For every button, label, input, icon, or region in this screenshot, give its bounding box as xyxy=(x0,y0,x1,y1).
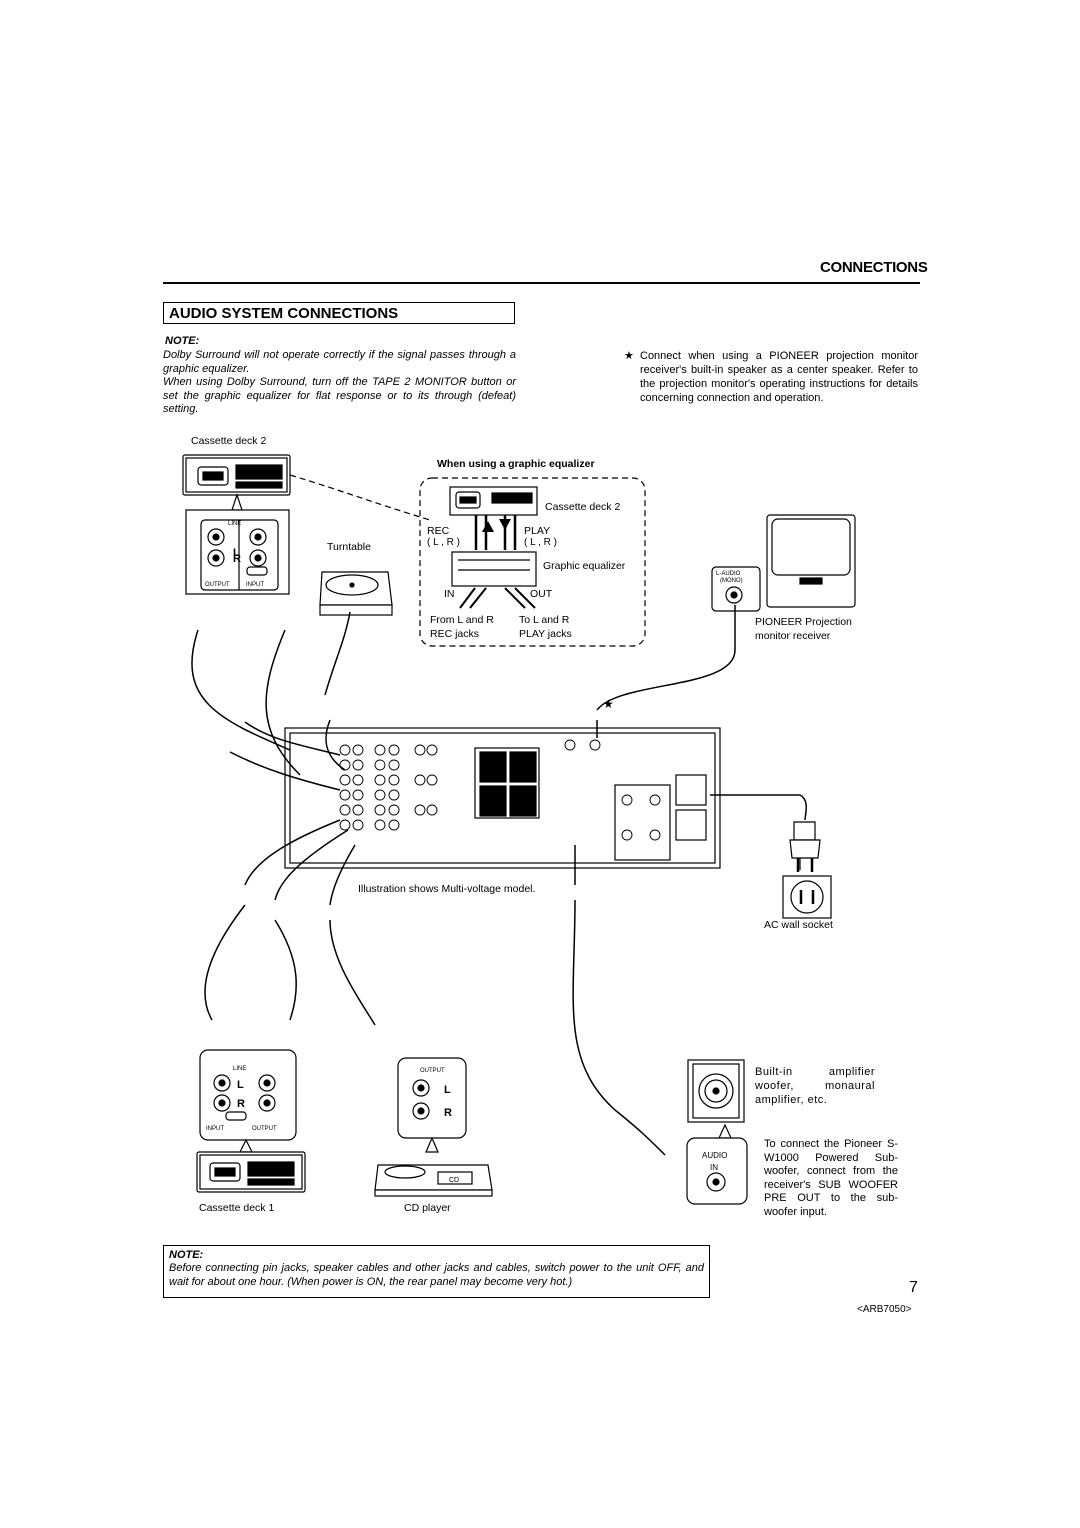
bottom-note-box xyxy=(163,1245,710,1298)
ac-socket-icon xyxy=(782,875,832,919)
line-label-bottom: LINE xyxy=(233,1066,246,1072)
audio-label: AUDIO xyxy=(702,1151,727,1160)
cassette-deck-2-label: Cassette deck 2 xyxy=(191,435,267,447)
input-label-bottom: INPUT xyxy=(206,1126,224,1132)
illustration-caption: Illustration shows Multi-voltage model. xyxy=(358,883,536,895)
note-paragraph-2: When using Dolby Surround, turn off the … xyxy=(163,376,516,416)
eq-box xyxy=(419,477,646,647)
cd-player xyxy=(374,1164,493,1197)
bottom-note-label: NOTE: xyxy=(169,1249,204,1261)
rec-lr-label: ( L , R ) xyxy=(427,537,460,548)
subwoofer-icon xyxy=(687,1059,745,1123)
out-label: OUT xyxy=(530,588,553,600)
r-label-bottom: R xyxy=(237,1098,245,1110)
star-marker: ★ xyxy=(603,697,614,711)
section-rule xyxy=(163,282,920,284)
star-icon: ★ xyxy=(624,350,634,362)
eq-cassette-label: Cassette deck 2 xyxy=(545,501,621,513)
r-label-cd: R xyxy=(444,1107,452,1119)
output-label-cd: OUTPUT xyxy=(420,1068,445,1074)
cassette-deck-1-label: Cassette deck 1 xyxy=(199,1202,275,1214)
r-label-top: R xyxy=(233,553,241,565)
pioneer-projection-monitor xyxy=(711,514,856,612)
pioneer-projection-label: PIONEER Projection xyxy=(755,616,852,628)
receiver-rear-panel xyxy=(284,727,721,869)
output-label-top: OUTPUT xyxy=(205,582,230,588)
star-note: Connect when using a PIONEER projection … xyxy=(640,350,918,404)
note-paragraph-1: Dolby Surround will not operate correctl… xyxy=(163,349,516,375)
cassette-deck-1 xyxy=(196,1151,306,1193)
mono-label: (MONO) xyxy=(720,578,743,584)
rec-jacks-label: REC jacks xyxy=(430,628,480,640)
title-box xyxy=(163,302,515,324)
plug-icon xyxy=(789,821,821,872)
document-code: <ARB7050> xyxy=(857,1304,912,1315)
ac-socket-label: AC wall socket xyxy=(764,919,833,931)
monitor-receiver-label: monitor receiver xyxy=(755,630,831,642)
l-label-cd: L xyxy=(444,1084,451,1096)
builtin-amp-label: Built-in amplifier woofer, monaural ampl… xyxy=(755,1066,875,1106)
cassette-deck-2-top xyxy=(182,454,291,496)
input-label-top: INPUT xyxy=(246,582,264,588)
line-label-top: LINE xyxy=(228,521,241,527)
rec-label: REC xyxy=(427,525,450,537)
turntable xyxy=(319,571,393,616)
play-label: PLAY xyxy=(524,525,550,537)
bottom-note-body: Before connecting pin jacks, speaker cab… xyxy=(169,1262,704,1288)
note-body: Dolby Surround will not operate correctl… xyxy=(163,349,516,417)
to-lr-label: To L and R xyxy=(519,614,570,626)
subwoofer-instructions: To connect the Pioneer S-W1000 Powered S… xyxy=(764,1138,898,1218)
l-label-bottom: L xyxy=(237,1079,244,1091)
page-number: 7 xyxy=(909,1279,918,1296)
play-jacks-label: PLAY jacks xyxy=(519,628,572,640)
output-label-bottom: OUTPUT xyxy=(252,1126,277,1132)
note-label: NOTE: xyxy=(165,335,200,347)
audio-in-label: IN xyxy=(710,1163,718,1172)
section-heading: CONNECTIONS xyxy=(820,259,928,276)
page-title: AUDIO SYSTEM CONNECTIONS xyxy=(169,305,399,322)
cd-player-label: CD player xyxy=(404,1202,451,1214)
play-lr-label: ( L , R ) xyxy=(524,537,557,548)
turntable-label: Turntable xyxy=(327,541,371,553)
in-label: IN xyxy=(444,588,455,600)
eq-heading: When using a graphic equalizer xyxy=(437,458,595,470)
l-label-top: L xyxy=(233,547,240,559)
l-audio-label: L-AUDIO xyxy=(716,571,741,577)
from-lr-label: From L and R xyxy=(430,614,494,626)
graphic-eq-label: Graphic equalizer xyxy=(543,560,626,572)
cd-label: CD xyxy=(449,1177,459,1184)
